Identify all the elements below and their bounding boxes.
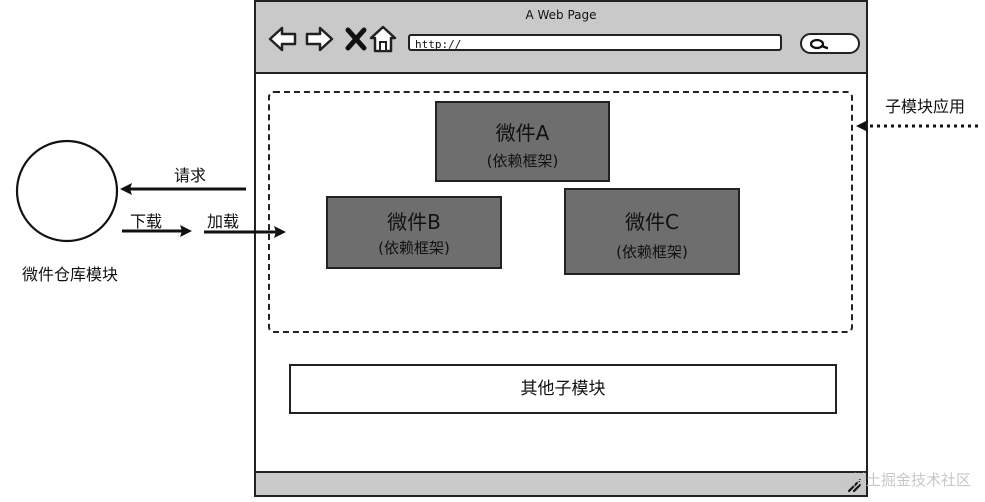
download-label: 下载 <box>130 212 163 231</box>
widget-c-dep: (依赖框架) <box>616 243 688 261</box>
request-arrow <box>120 183 246 195</box>
widget-a: 微件A (依赖框架) <box>435 101 610 182</box>
page-title: A Web Page <box>525 8 597 22</box>
widget-a-dep: (依赖框架) <box>486 152 559 170</box>
home-icon[interactable] <box>368 24 398 54</box>
widget-c: 微件C (依赖框架) <box>564 188 740 275</box>
browser-statusbar <box>256 471 866 495</box>
request-label: 请求 <box>174 166 207 185</box>
other-submodule-box: 其他子模块 <box>289 364 837 414</box>
widget-repo-circle <box>15 139 119 243</box>
submodule-app-label: 子模块应用 <box>885 97 966 116</box>
search-icon <box>809 38 828 50</box>
load-arrow <box>204 226 286 238</box>
load-label: 加载 <box>207 212 240 231</box>
submodule-app-arrow <box>856 120 978 132</box>
widget-b-dep: (依赖框架) <box>378 239 450 257</box>
widget-c-name: 微件C <box>625 210 679 234</box>
widget-a-name: 微件A <box>495 121 550 145</box>
search-box[interactable] <box>800 33 860 54</box>
resize-grip-icon[interactable] <box>846 477 862 493</box>
widget-repo-label: 微件仓库模块 <box>22 265 119 284</box>
widget-b: 微件B (依赖框架) <box>326 196 502 269</box>
browser-titlebar: A Web Page http:// <box>256 2 866 74</box>
close-x-icon[interactable] <box>342 24 372 54</box>
watermark: @稀土掘金技术社区 <box>835 471 971 489</box>
submodule-app-area <box>268 91 853 333</box>
widget-b-name: 微件B <box>387 210 441 234</box>
download-arrow <box>122 225 192 237</box>
forward-arrow-icon[interactable] <box>304 24 334 54</box>
back-arrow-icon[interactable] <box>268 24 298 54</box>
url-input[interactable]: http:// <box>408 34 782 51</box>
